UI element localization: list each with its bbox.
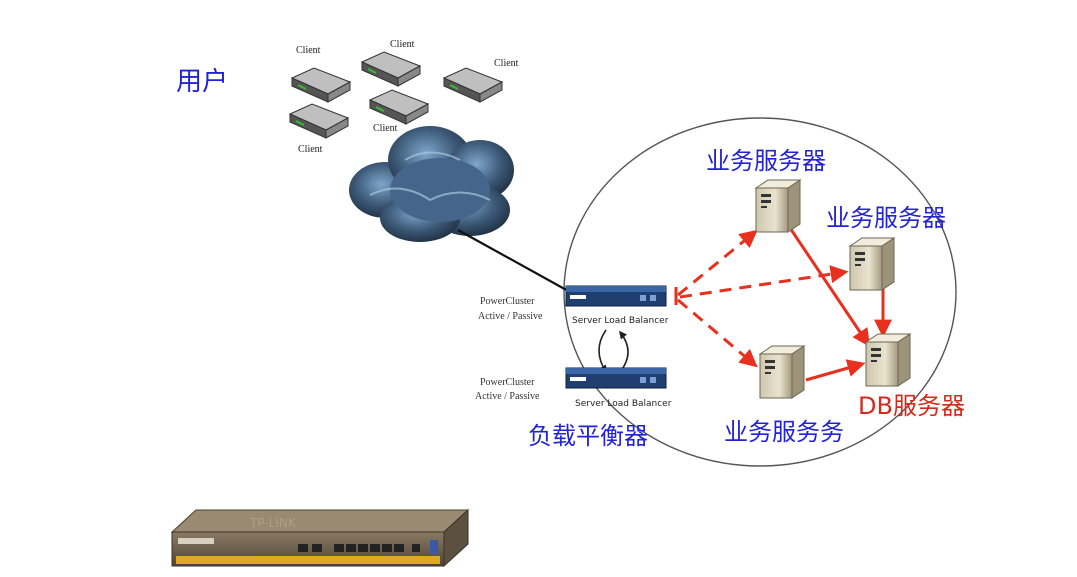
business-server-label: 业务服务器: [706, 147, 826, 175]
server-tower-icon: [848, 237, 896, 291]
db-link-arrow: [788, 227, 871, 347]
client-label: Client: [296, 45, 321, 56]
business-server-label: 业务服务器: [826, 204, 946, 232]
db-server-icon: [864, 333, 912, 387]
load-balancer-icon: [565, 367, 667, 389]
cloud-icon: [349, 126, 514, 242]
active-passive-label: Active / Passive: [478, 311, 543, 322]
db-server-label: DB服务器: [858, 392, 965, 420]
active-passive-label: Active / Passive: [475, 391, 540, 402]
load-balancer-icon: [565, 285, 667, 307]
load-balancer-label: 负载平衡器: [528, 422, 648, 450]
router-device-icon: TP-LINK: [170, 508, 470, 568]
server-tower-icon: [758, 345, 806, 399]
dispatch-arrow: [677, 298, 758, 368]
client-device-icon: [290, 67, 352, 103]
distribution-arrows: [674, 229, 849, 368]
failover-arrow: [598, 329, 607, 374]
business-server-label: 业务服务务: [724, 418, 844, 446]
client-device-icon: [368, 89, 430, 125]
client-label: Client: [390, 39, 415, 50]
client-label: Client: [373, 123, 398, 134]
router-brand-watermark: TP-LINK: [249, 516, 297, 530]
uplink-line: [457, 229, 571, 293]
db-link-arrow: [805, 359, 866, 382]
client-device-icon: [442, 67, 504, 103]
powercluster-label: PowerCluster: [480, 377, 535, 388]
slb-label: Server Load Balancer: [572, 316, 669, 326]
dispatch-arrow: [677, 229, 758, 297]
slb-label: Server Load Balancer: [575, 399, 672, 409]
powercluster-label: PowerCluster: [480, 296, 535, 307]
failover-arrow: [619, 330, 629, 373]
client-device-icon: [360, 51, 422, 87]
client-device-icon: [288, 103, 350, 139]
dispatch-arrow: [679, 265, 849, 299]
users-label: 用户: [176, 67, 228, 97]
client-label: Client: [494, 58, 519, 69]
cluster-boundary: [563, 117, 957, 467]
client-label: Client: [298, 144, 323, 155]
server-tower-icon: [754, 179, 802, 233]
